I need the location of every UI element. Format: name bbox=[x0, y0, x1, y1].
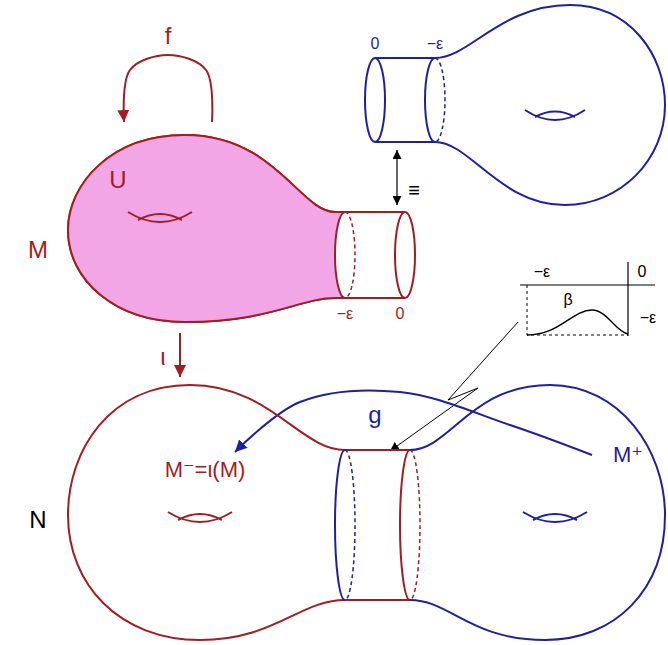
collar-circle-hidden bbox=[435, 58, 445, 142]
outline-stroke bbox=[68, 385, 345, 640]
node-label: M⁻=ι(M) bbox=[165, 459, 246, 481]
outline bbox=[62, 130, 347, 326]
axis-label: 0 bbox=[371, 36, 380, 52]
outline bbox=[60, 380, 668, 645]
hole bbox=[525, 110, 585, 120]
axis-label: 0 bbox=[638, 264, 647, 280]
outline-stroke bbox=[523, 512, 587, 522]
outline-stroke bbox=[68, 135, 345, 322]
outline-stroke bbox=[395, 212, 415, 298]
outline-stroke bbox=[345, 212, 355, 298]
axis-label: −ε bbox=[337, 306, 353, 322]
outline-stroke bbox=[400, 450, 410, 600]
outline-stroke bbox=[410, 385, 665, 640]
region-m-minus: M⁻=ι(M) bbox=[130, 455, 280, 485]
axis-label: β bbox=[563, 292, 572, 308]
leader-line bbox=[390, 322, 518, 451]
inset-guide bbox=[527, 285, 628, 335]
collar-circle bbox=[425, 58, 435, 142]
node-label: N bbox=[29, 508, 46, 532]
axis-label: 0 bbox=[396, 306, 405, 322]
outline-stroke bbox=[335, 212, 345, 298]
outline-stroke bbox=[345, 450, 355, 600]
outline-stroke bbox=[335, 212, 345, 298]
region-m-plus: M⁺ bbox=[595, 440, 661, 470]
copy-surface bbox=[435, 5, 665, 205]
surface-n: NM⁻=ι(M)M⁺ bbox=[60, 380, 668, 645]
axis-label: −ε bbox=[427, 36, 443, 52]
node-label: M⁺ bbox=[613, 444, 643, 466]
beta-curve bbox=[527, 310, 628, 335]
map-arrow bbox=[124, 55, 213, 122]
surface-m: MU bbox=[60, 125, 410, 330]
node-label: U bbox=[109, 168, 126, 192]
map-label: g bbox=[368, 403, 381, 427]
map-label: ι bbox=[160, 345, 165, 369]
map-arrow bbox=[179, 333, 181, 377]
outline-stroke bbox=[68, 135, 335, 322]
inset-axis bbox=[520, 262, 655, 336]
outline-stroke bbox=[168, 512, 232, 522]
outline-stroke bbox=[410, 450, 420, 600]
axis-label: −ε bbox=[640, 310, 656, 326]
map-label: f bbox=[165, 24, 172, 48]
node-label: M bbox=[28, 238, 48, 262]
axis-label: −ε bbox=[534, 264, 550, 280]
outline-stroke bbox=[345, 450, 410, 600]
collar-end bbox=[365, 58, 385, 142]
axis-label: ≡ bbox=[408, 180, 420, 200]
outline-stroke bbox=[335, 450, 345, 600]
outline-stroke bbox=[128, 212, 192, 222]
identification-arrow bbox=[396, 150, 397, 205]
region-u: U bbox=[62, 130, 347, 326]
